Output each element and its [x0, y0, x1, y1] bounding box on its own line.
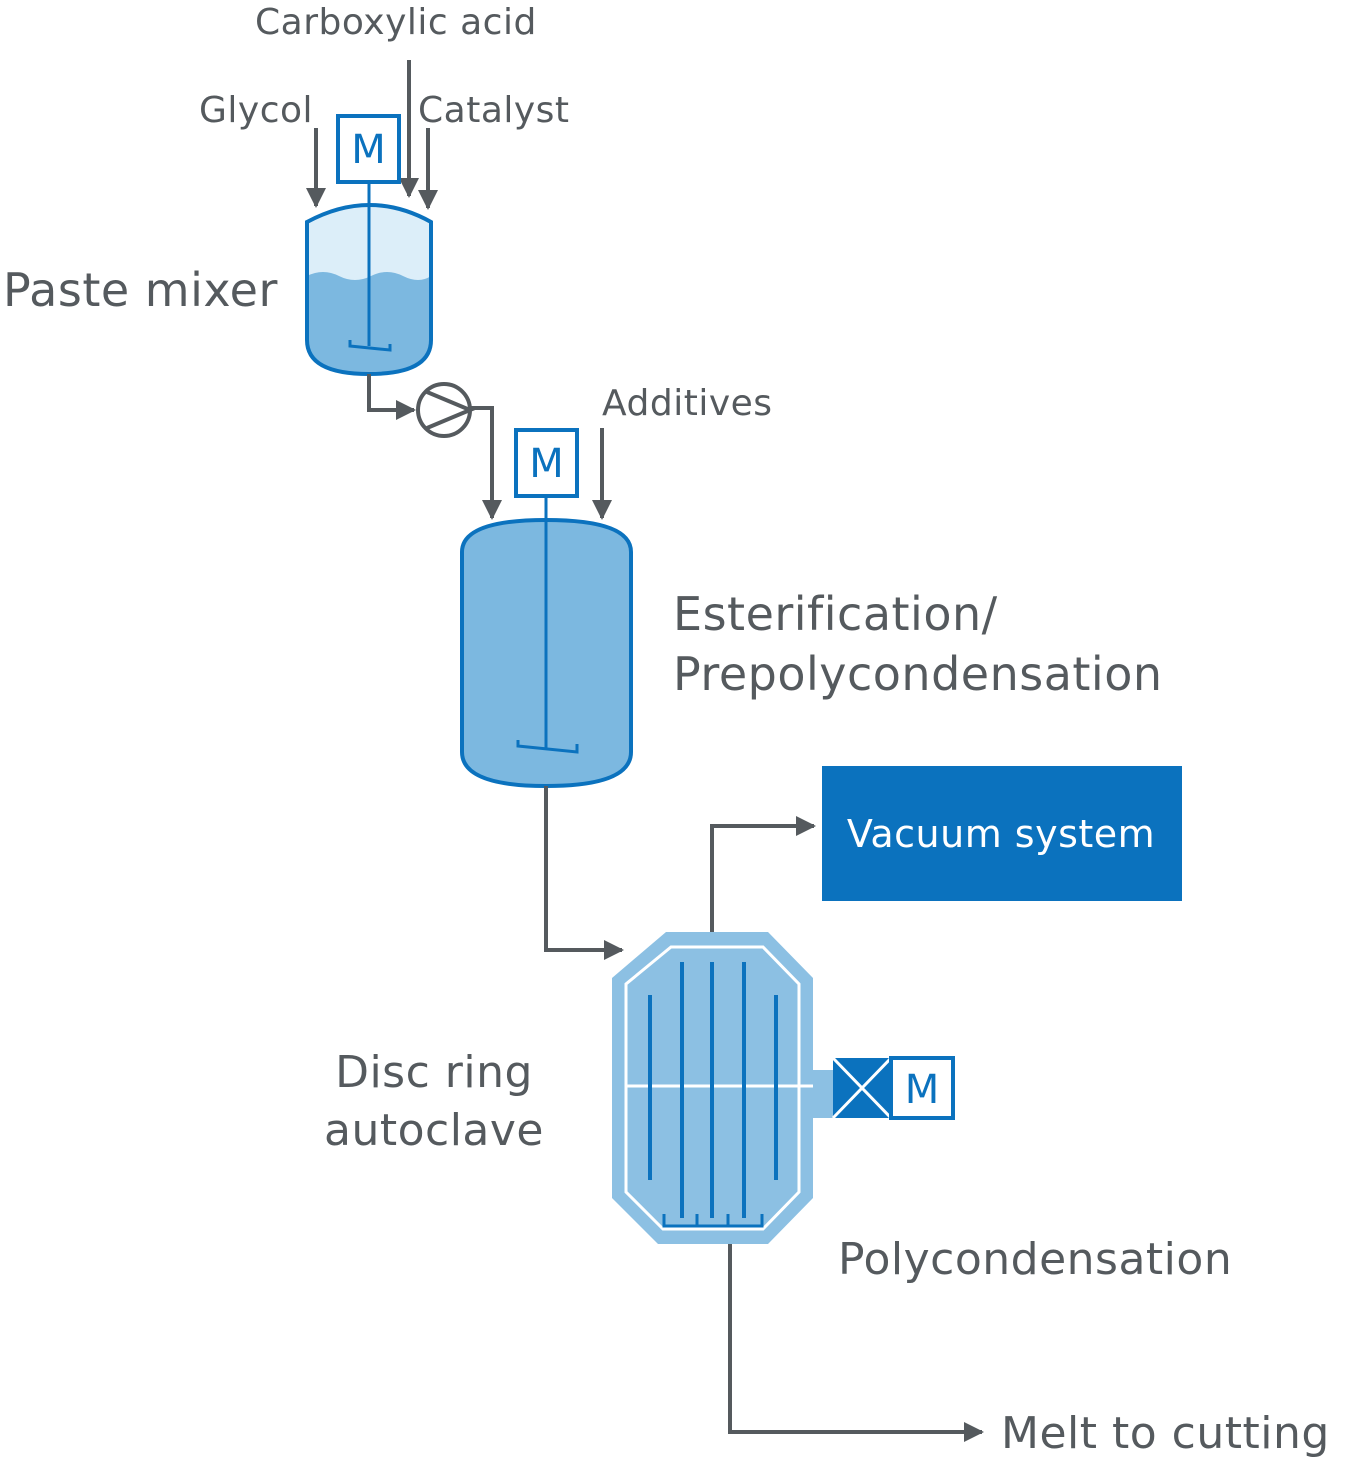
- mixer-to-pump-line: [367, 374, 416, 420]
- autoclave-to-vacuum-line: [710, 816, 816, 932]
- esterification-motor: M: [514, 428, 579, 498]
- glycol-label: Glycol: [199, 90, 313, 131]
- vacuum-system-label: Vacuum system: [847, 812, 1155, 856]
- pump-icon: [416, 382, 476, 438]
- esterification-to-autoclave-line: [544, 786, 624, 960]
- pump-to-esterification-line: [470, 406, 502, 520]
- additives-label: Additives: [602, 383, 773, 424]
- esterification-vessel: [460, 496, 633, 789]
- esterification-label-line1: Esterification/: [673, 587, 998, 641]
- disc-ring-label-line1: Disc ring: [335, 1047, 533, 1098]
- paste-mixer-motor-label: M: [351, 127, 386, 173]
- disc-ring-autoclave: [612, 932, 833, 1244]
- melt-outlet-line: [728, 1244, 984, 1442]
- carboxylic-acid-label: Carboxylic acid: [255, 2, 537, 43]
- paste-mixer-label: Paste mixer: [3, 263, 278, 317]
- autoclave-motor-label: M: [905, 1067, 940, 1113]
- autoclave-drive-coupling: [831, 1056, 893, 1120]
- esterification-motor-label: M: [529, 441, 564, 487]
- esterification-label-line2: Prepolycondensation: [673, 647, 1163, 701]
- vacuum-system-box: Vacuum system: [822, 766, 1182, 901]
- disc-ring-label-line2: autoclave: [324, 1105, 544, 1156]
- catalyst-label: Catalyst: [418, 90, 570, 131]
- autoclave-motor: M: [889, 1056, 955, 1120]
- polycondensation-label: Polycondensation: [838, 1234, 1232, 1285]
- paste-mixer-motor: M: [336, 114, 401, 184]
- paste-mixer-vessel: [305, 182, 433, 377]
- melt-to-cutting-label: Melt to cutting: [1001, 1408, 1330, 1459]
